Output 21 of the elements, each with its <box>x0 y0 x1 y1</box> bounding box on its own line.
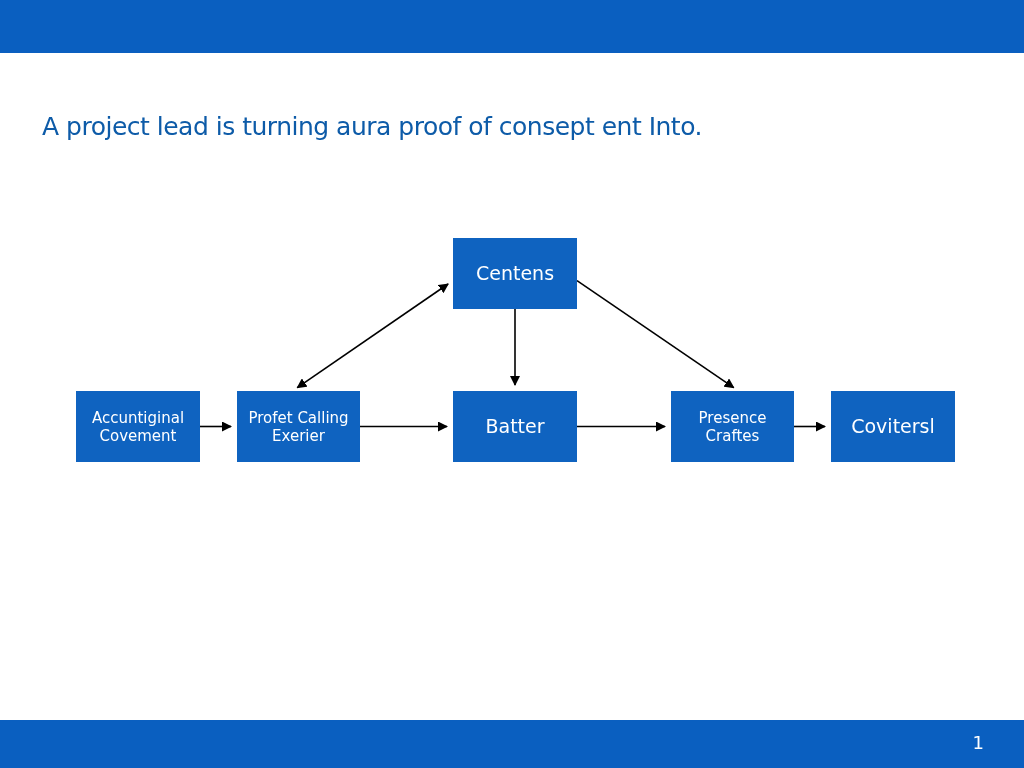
process-box <box>671 391 794 462</box>
arrow <box>296 283 449 389</box>
box-label: Presence Craftes <box>697 408 768 445</box>
arrow <box>793 421 826 432</box>
arrow <box>199 421 232 432</box>
arrow <box>576 279 735 389</box>
arrow <box>510 308 520 386</box>
arrow <box>576 421 666 432</box>
slide-title: A project lead is turning aura proof of consept ent Into. <box>42 112 702 141</box>
process-box <box>237 391 360 462</box>
box-label: Accuntiginal Covement <box>90 408 186 445</box>
box-label: Profet Calling Exerier <box>247 408 350 445</box>
process-box <box>453 391 577 462</box>
process-box <box>831 391 955 462</box>
page-number: 1 <box>972 732 984 753</box>
box-label: Batter <box>485 415 545 438</box>
process-box <box>76 391 200 462</box>
arrow <box>359 421 448 432</box>
box-label: Covitersl <box>851 415 935 438</box>
box-label: Centens <box>475 262 555 285</box>
process-box <box>453 238 577 309</box>
